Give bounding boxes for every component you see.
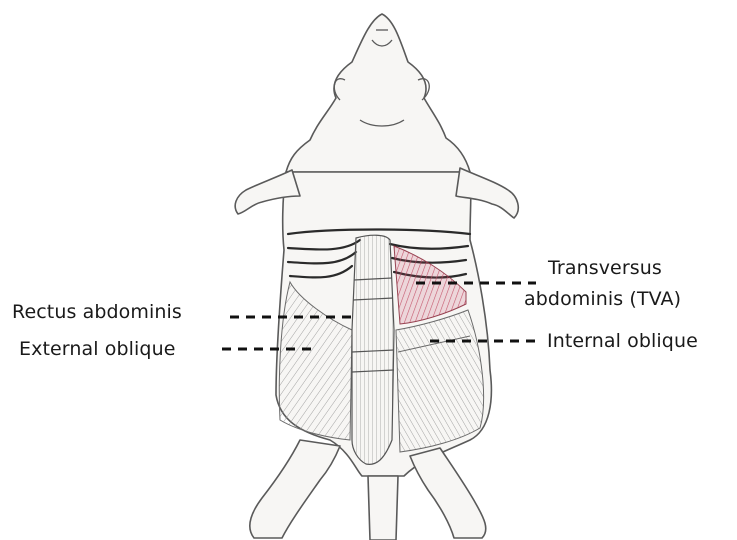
label-rectus-abdominis: Rectus abdominis (12, 301, 182, 323)
label-tva-line1: Transversus (548, 257, 662, 279)
label-tva-line2: abdominis (TVA) (524, 288, 681, 310)
label-internal-oblique: Internal oblique (547, 330, 698, 352)
label-external-oblique: External oblique (19, 338, 176, 360)
internal-oblique-muscle (396, 310, 484, 452)
